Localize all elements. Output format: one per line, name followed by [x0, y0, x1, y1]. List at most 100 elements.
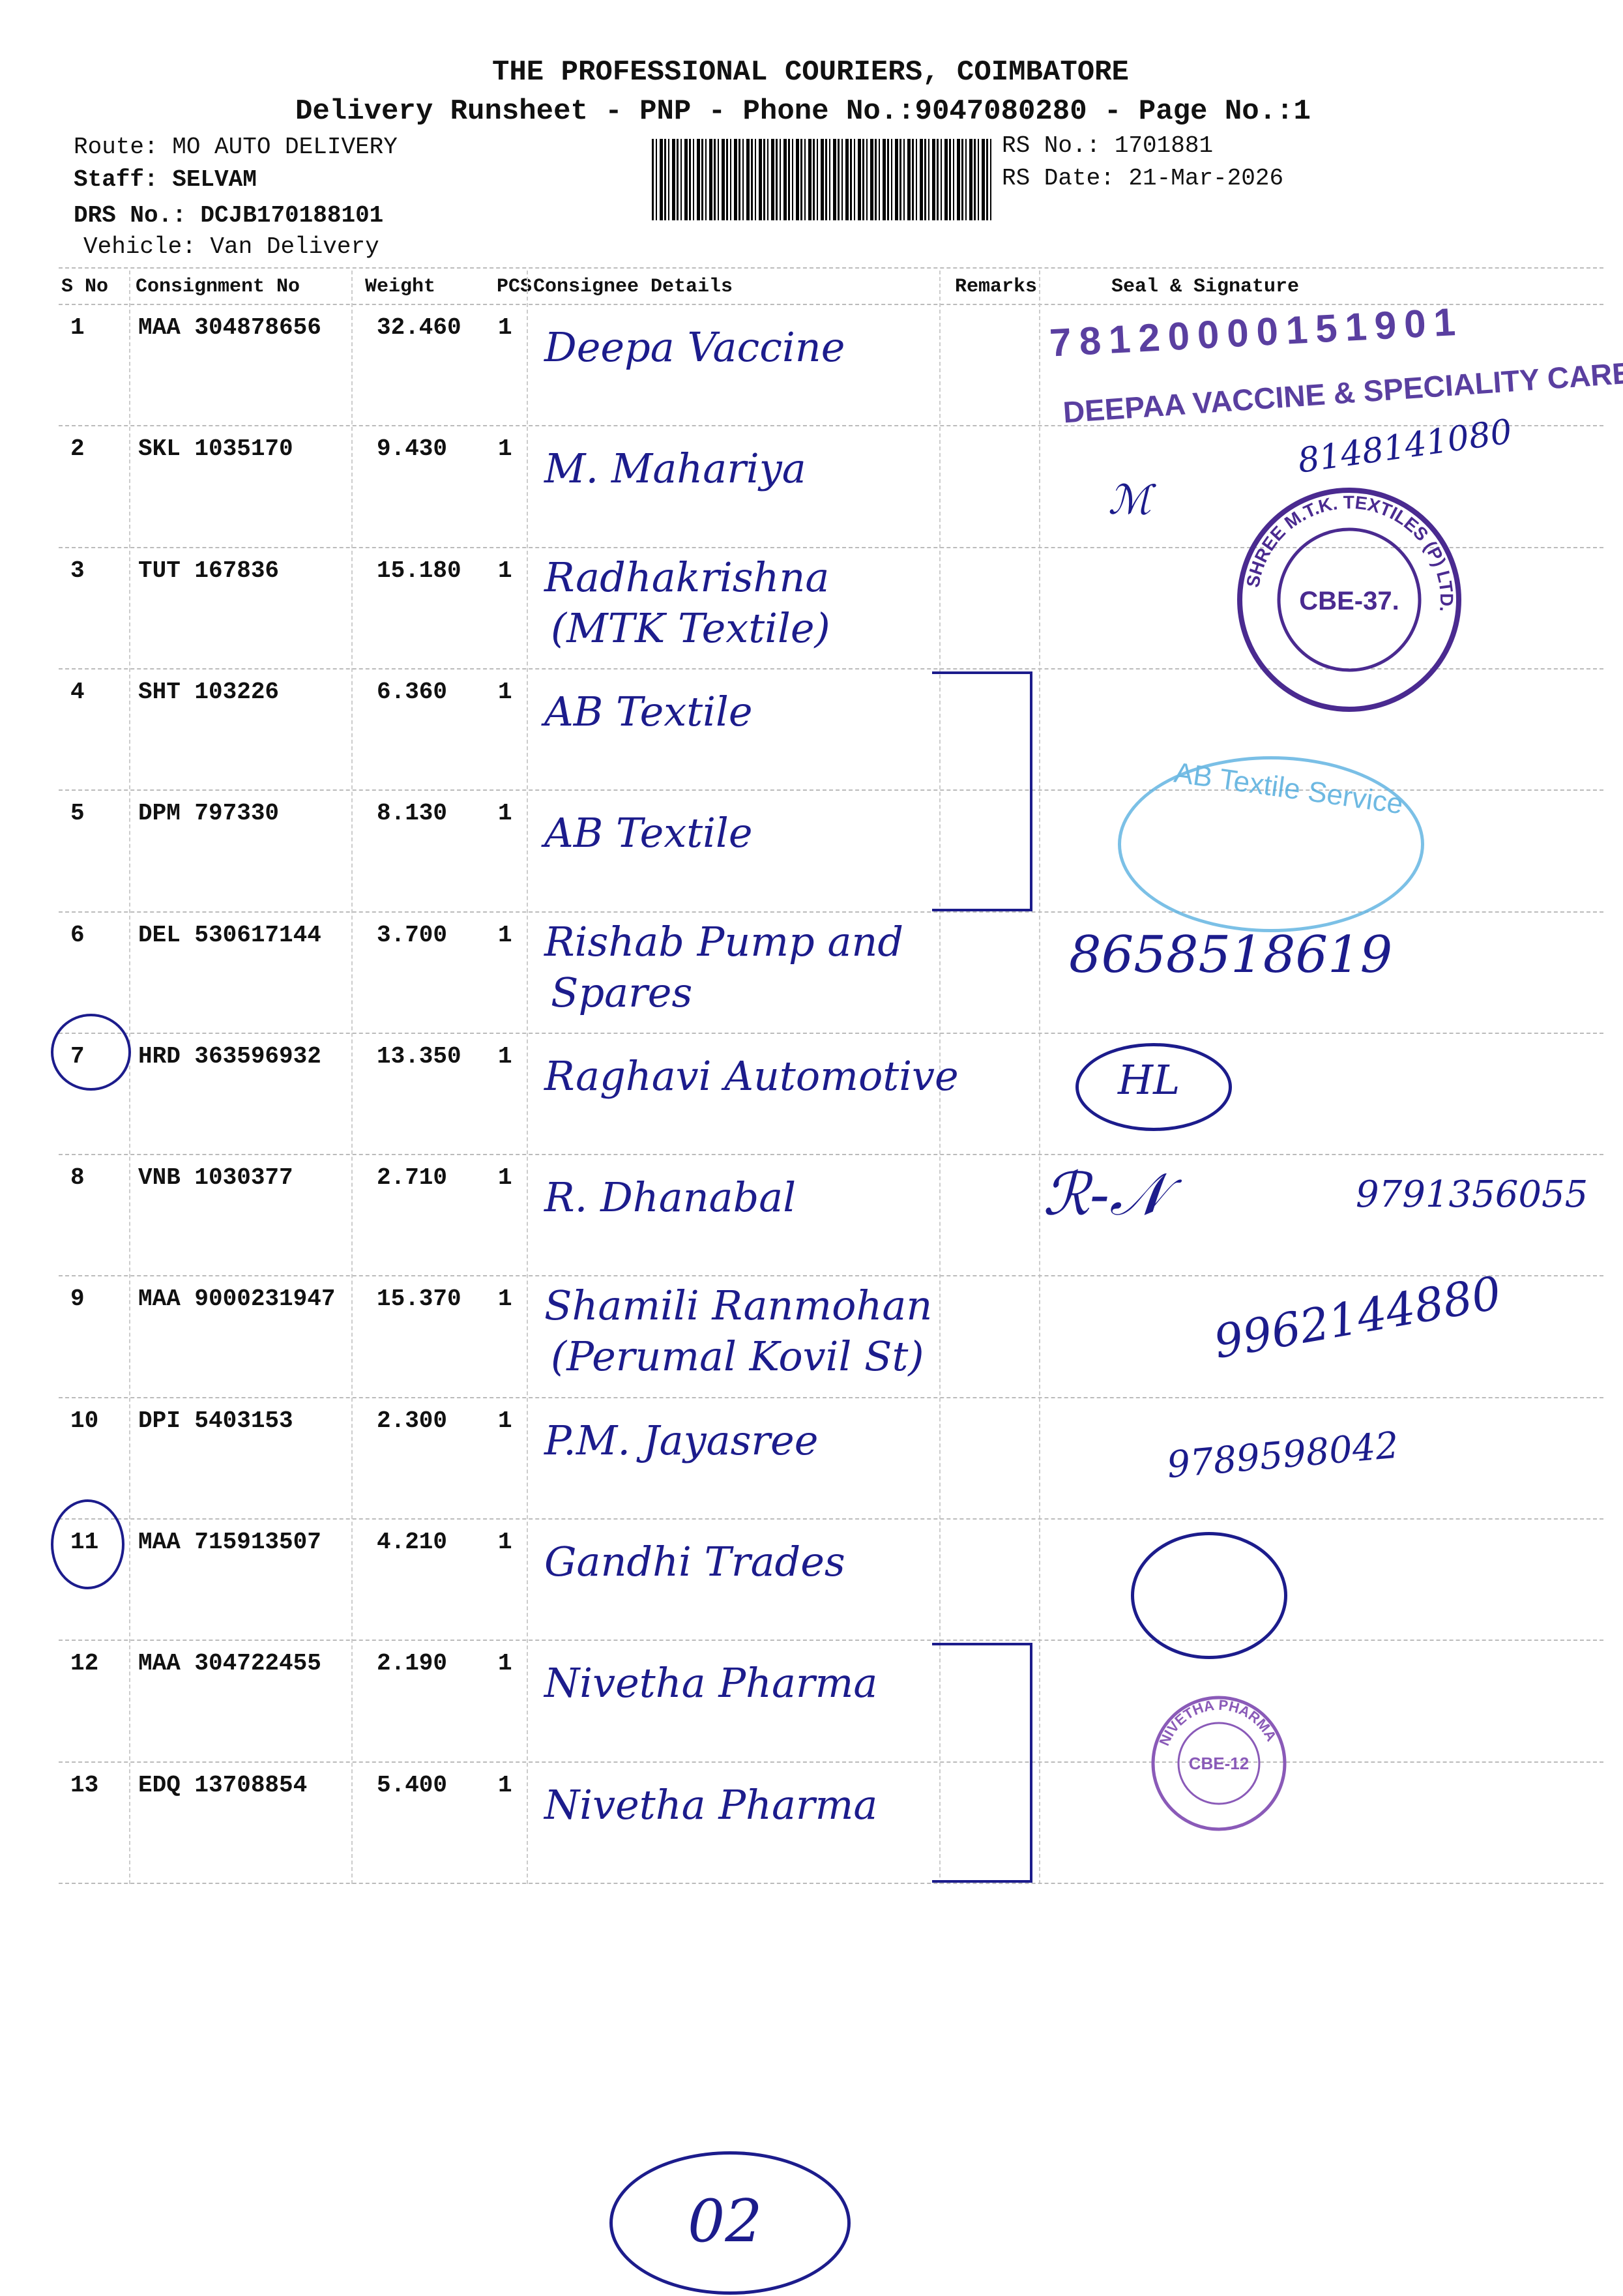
row-sno: 5 [70, 800, 85, 827]
row-sno: 10 [70, 1407, 99, 1434]
consignee-handwritten: AB Textile [544, 687, 753, 735]
table-rule [59, 1640, 1603, 1641]
row-consignment: SKL 1035170 [138, 435, 293, 463]
row-consignment: HRD 363596932 [138, 1042, 321, 1070]
row-sno: 13 [70, 1771, 99, 1799]
consignee-handwritten: (Perumal Kovil St) [551, 1332, 924, 1381]
table-rule [59, 267, 1603, 269]
page-mark-circle: 02 [609, 2151, 851, 2295]
company-title: THE PROFESSIONAL COURIERS, COIMBATORE [492, 56, 1129, 89]
row-sno: 6 [70, 921, 85, 949]
vehicle: Vehicle: Van Delivery [83, 233, 379, 260]
initials: HL [1118, 1056, 1180, 1104]
table-rule [59, 1154, 1603, 1156]
signature-scribble: ℛ-𝒩 [1043, 1160, 1166, 1229]
row-consignment: MAA 9000231947 [138, 1286, 336, 1313]
row-pcs: 1 [498, 800, 512, 827]
row-pcs: 1 [498, 1407, 512, 1434]
table-rule [59, 1518, 1603, 1520]
row-pcs: 1 [498, 1042, 512, 1070]
row-7-circle [51, 1014, 131, 1091]
row-consignment: DEL 530617144 [138, 921, 321, 949]
header-sno: S No [61, 276, 109, 298]
row-consignment: VNB 1030377 [138, 1164, 293, 1192]
stamp-deepa-name: DEEPAA VACCINE & SPECIALITY CARE [1062, 355, 1623, 430]
route: Route: MO AUTO DELIVERY [74, 134, 398, 160]
table-rule [59, 1396, 1603, 1398]
table-rule [59, 425, 1603, 427]
row-weight: 15.180 [377, 557, 461, 584]
row-weight: 6.360 [377, 678, 448, 705]
table-rule [59, 789, 1603, 791]
rs-date: RS Date: 21-Mar-2026 [1002, 165, 1284, 192]
consignee-handwritten: (MTK Textile) [551, 604, 830, 652]
initials-circle [1131, 1532, 1287, 1659]
table-rule [59, 1032, 1603, 1034]
header-seal-signature: Seal & Signature [1111, 276, 1300, 298]
row-weight: 4.210 [377, 1529, 448, 1555]
row-weight: 8.130 [377, 800, 448, 827]
row-pcs: 1 [498, 921, 512, 949]
consignee-handwritten: Raghavi Automotive [544, 1052, 959, 1100]
row-consignment: DPI 5403153 [138, 1407, 293, 1434]
staff: Staff: SELVAM [74, 166, 257, 193]
column-divider [129, 271, 130, 1884]
initials-circle: HL [1075, 1043, 1232, 1131]
table-rule [59, 1761, 1603, 1763]
column-divider [351, 271, 353, 1884]
row-weight: 13.350 [377, 1042, 461, 1070]
table-rule [59, 1275, 1603, 1277]
row-sno: 1 [70, 314, 85, 341]
signature-phone: 9791356055 [1356, 1173, 1588, 1216]
row-sno: 3 [70, 557, 85, 584]
row-pcs: 1 [498, 678, 512, 705]
table-rule [59, 911, 1603, 913]
row-sno: 4 [70, 678, 85, 705]
header-remarks: Remarks [955, 276, 1038, 298]
consignee-handwritten: AB Textile [544, 809, 753, 857]
header-pcs: PCS [497, 276, 533, 298]
signature-phone: 9789598042 [1165, 1424, 1401, 1487]
row-weight: 3.700 [377, 921, 448, 949]
row-pcs: 1 [498, 435, 512, 463]
row-weight: 32.460 [377, 314, 461, 341]
row-pcs: 1 [498, 1164, 512, 1192]
page-mark: 02 [688, 2187, 763, 2256]
consignee-handwritten: Radhakrishna [544, 553, 830, 601]
bracket-mark [932, 1643, 1032, 1883]
signature-phone: 8658518619 [1069, 926, 1393, 984]
table-rule [59, 304, 1603, 305]
row-consignment: MAA 304878656 [138, 314, 321, 341]
row-weight: 2.300 [377, 1407, 448, 1434]
column-divider [1039, 271, 1040, 1884]
table-rule [59, 1882, 1603, 1884]
row-consignment: EDQ 13708854 [138, 1771, 308, 1799]
column-divider [527, 271, 528, 1884]
stamp-mtk-textiles: SHREE M.T.K. TEXTILES (P) LTD. CBE-37. [1237, 488, 1461, 712]
rs-number: RS No.: 1701881 [1002, 132, 1214, 159]
drs-number: DRS No.: DCJB170188101 [74, 202, 384, 229]
consignee-handwritten: Deepa Vaccine [544, 323, 845, 371]
header-consignment: Consignment No [136, 276, 300, 298]
signature-phone: 9962144880 [1210, 1265, 1506, 1370]
consignee-handwritten: Spares [551, 968, 693, 1016]
row-pcs: 1 [498, 1650, 512, 1677]
consignee-handwritten: Rishab Pump and [544, 917, 904, 965]
consignee-handwritten: Gandhi Trades [544, 1538, 845, 1585]
stamp-ab-textile: AB Textile Service [1118, 756, 1424, 932]
stamp-mtk-center: CBE-37. [1299, 587, 1399, 615]
row-consignment: MAA 304722455 [138, 1650, 321, 1677]
row-sno: 9 [70, 1286, 85, 1313]
row-sno: 2 [70, 435, 85, 463]
row-weight: 9.430 [377, 435, 448, 463]
header-consignee: Consignee Details [533, 276, 733, 298]
row-weight: 15.370 [377, 1286, 461, 1313]
column-divider [939, 271, 941, 1884]
row-pcs: 1 [498, 557, 512, 584]
row-consignment: MAA 715913507 [138, 1529, 321, 1555]
barcode [652, 139, 994, 220]
row-weight: 2.710 [377, 1164, 448, 1192]
row-pcs: 1 [498, 1529, 512, 1555]
row-sno: 12 [70, 1650, 99, 1677]
row-pcs: 1 [498, 1771, 512, 1799]
